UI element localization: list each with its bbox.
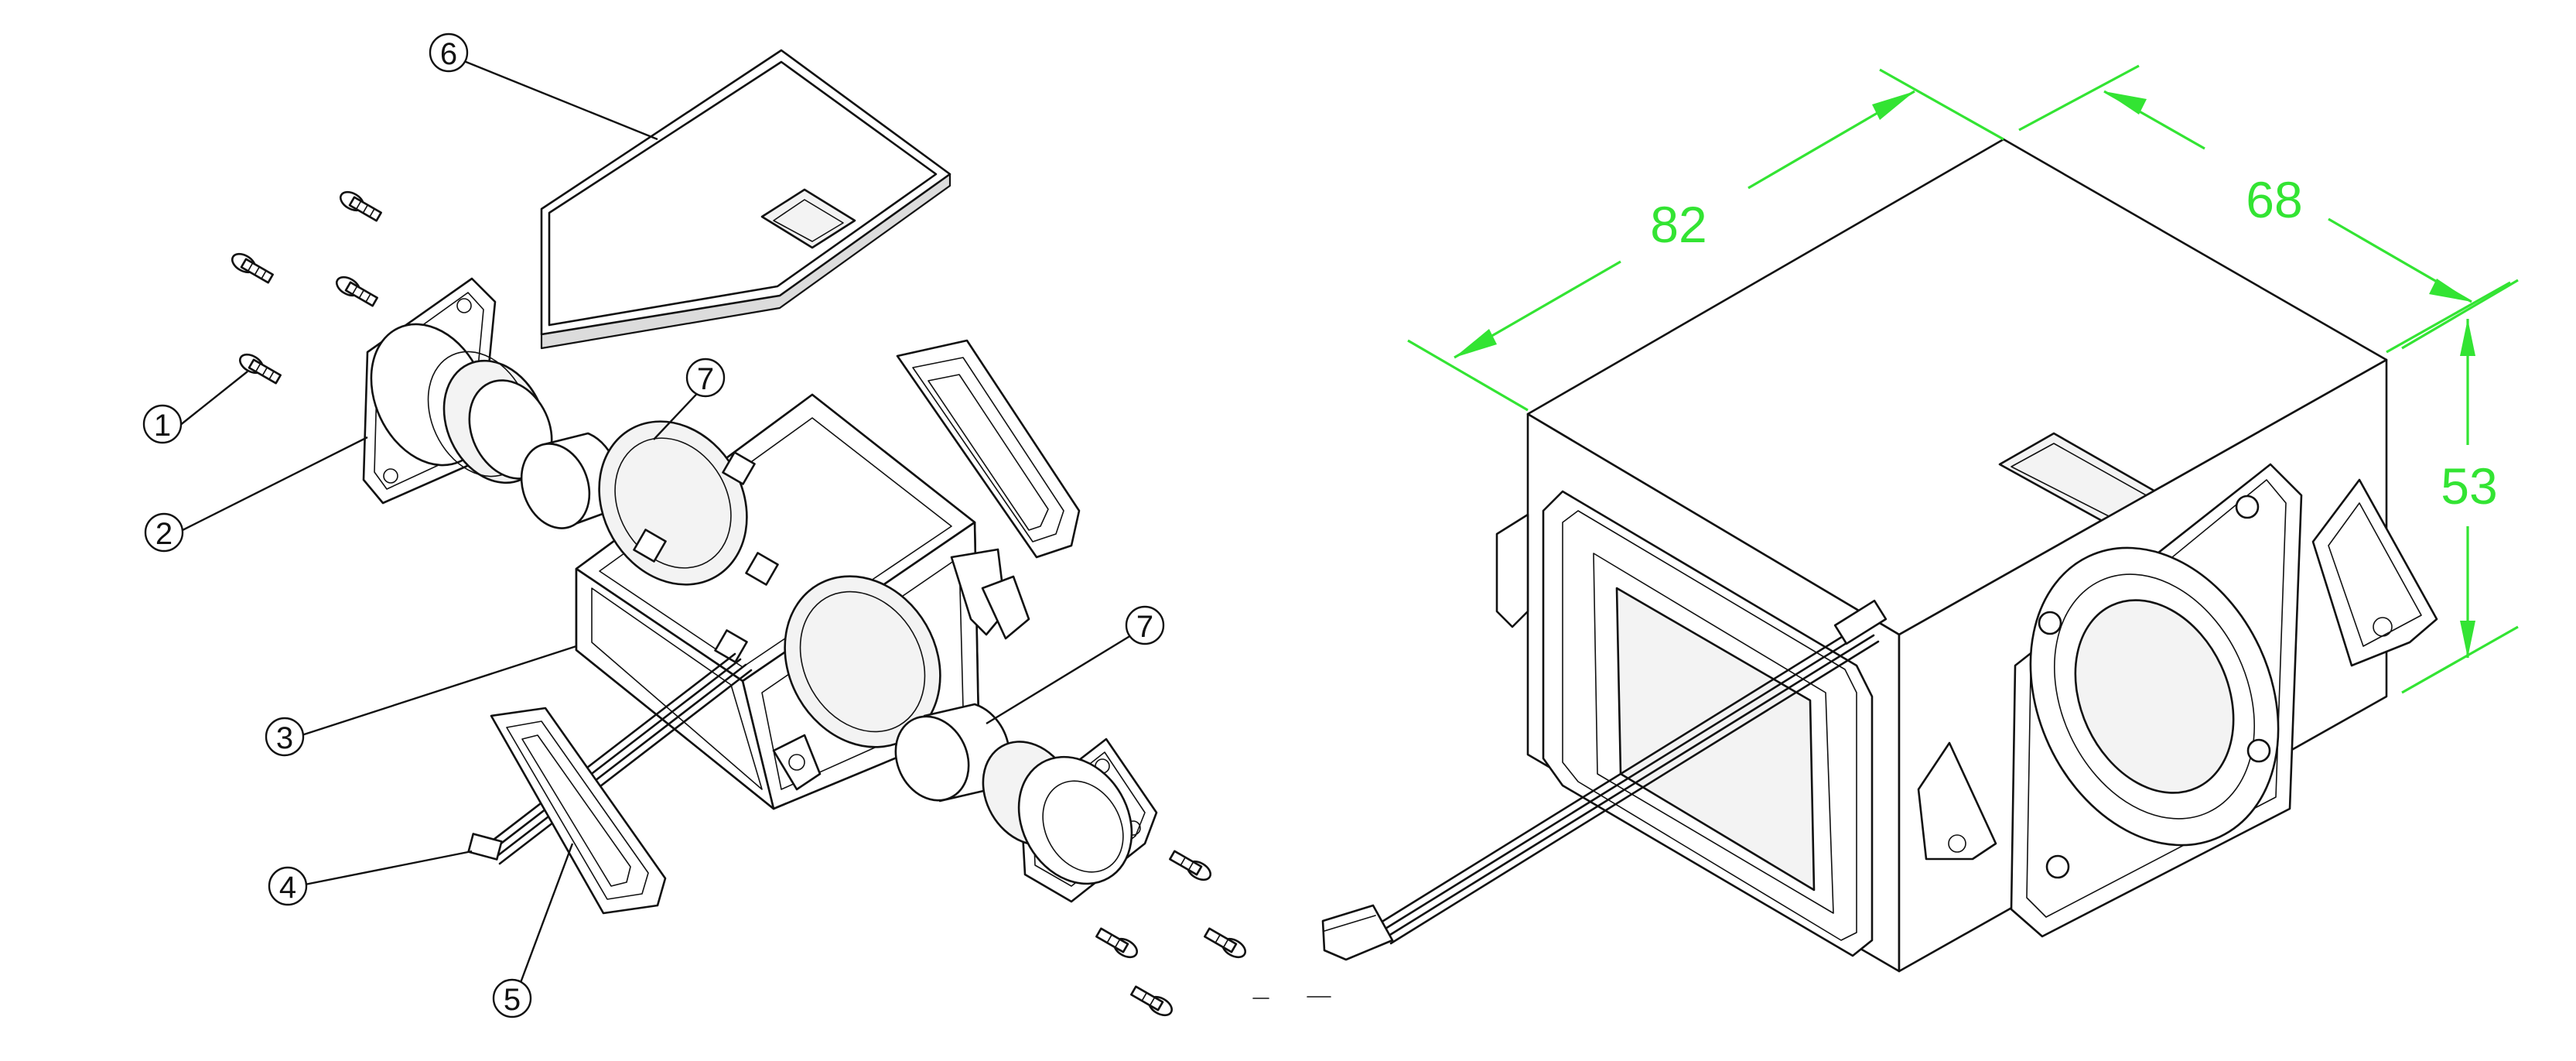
- balloon-1: 1: [142, 404, 183, 444]
- balloon-7-bottom: 7: [1125, 605, 1165, 645]
- dimension-height: 53: [2441, 457, 2497, 515]
- gasket-right: [896, 339, 1081, 559]
- part-balloons: 1 2 3 4 5 6 7 7: [142, 33, 1165, 1018]
- cover-plate: [540, 49, 951, 350]
- dimension-length: 82: [1650, 196, 1707, 253]
- gasket-left: [490, 707, 667, 915]
- balloon-2: 2: [144, 512, 184, 553]
- balloon-5: 5: [492, 978, 532, 1018]
- screws-left: [231, 190, 382, 385]
- balloon-6: 6: [429, 33, 469, 73]
- enclosure-frame: [575, 393, 1030, 810]
- balloon-7-top-label: 7: [697, 362, 714, 396]
- balloon-4: 4: [268, 866, 308, 906]
- dimension-width: 68: [2246, 171, 2302, 228]
- balloon-7-bottom-label: 7: [1136, 610, 1153, 644]
- ribbon-cable: [467, 652, 753, 865]
- exploded-view: 1 2 3 4 5 6 7 7: [142, 33, 1331, 1018]
- balloon-5-label: 5: [504, 983, 521, 1017]
- dimensions: 82 68 53: [1407, 64, 2519, 694]
- balloon-3-label: 3: [276, 721, 293, 755]
- speaker-left: [362, 277, 553, 505]
- balloon-2-label: 2: [155, 517, 173, 551]
- balloon-4-label: 4: [279, 871, 296, 905]
- balloon-7-top: 7: [685, 358, 726, 398]
- screws-right: [1095, 850, 1331, 1017]
- balloon-1-label: 1: [154, 409, 171, 443]
- assembled-view: [1321, 138, 2438, 973]
- balloon-3: 3: [265, 717, 305, 757]
- assembled-cable: [1321, 599, 1888, 961]
- speaker-right: [982, 738, 1158, 903]
- balloon-6-label: 6: [440, 37, 457, 71]
